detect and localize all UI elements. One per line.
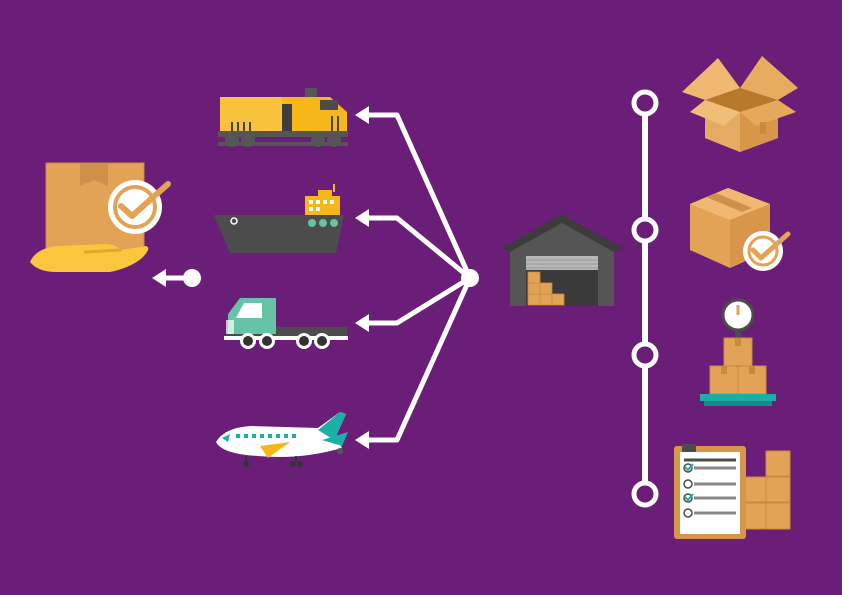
edge-warehouse-train (365, 112, 473, 280)
arrowhead-ship (355, 209, 369, 227)
scale-boxes-icon (700, 298, 776, 406)
truck-icon (224, 298, 348, 349)
timeline (631, 89, 659, 508)
airplane-icon (216, 412, 348, 467)
timeline-node (631, 341, 659, 369)
timeline-node (631, 216, 659, 244)
edge-transport-delivery (152, 269, 201, 287)
arrowhead-train (355, 106, 369, 124)
arrowhead-truck (355, 314, 369, 332)
warehouse-icon (502, 214, 622, 306)
arrowhead-plane (355, 431, 369, 449)
hand-box-check-icon (30, 162, 171, 272)
cargo-ship-icon (214, 184, 344, 253)
train-icon (218, 88, 348, 147)
open-box-icon (682, 56, 798, 152)
clipboard-checklist-icon (674, 444, 791, 539)
edge-warehouse-truck (365, 275, 472, 326)
edge-warehouse-ship (365, 215, 472, 280)
box-check-icon (690, 188, 791, 271)
connector-lines (365, 112, 473, 443)
timeline-node (631, 89, 659, 117)
hub-node (461, 269, 479, 287)
arrowheads (355, 106, 369, 449)
edge-warehouse-plane (365, 276, 473, 443)
timeline-node (631, 480, 659, 508)
